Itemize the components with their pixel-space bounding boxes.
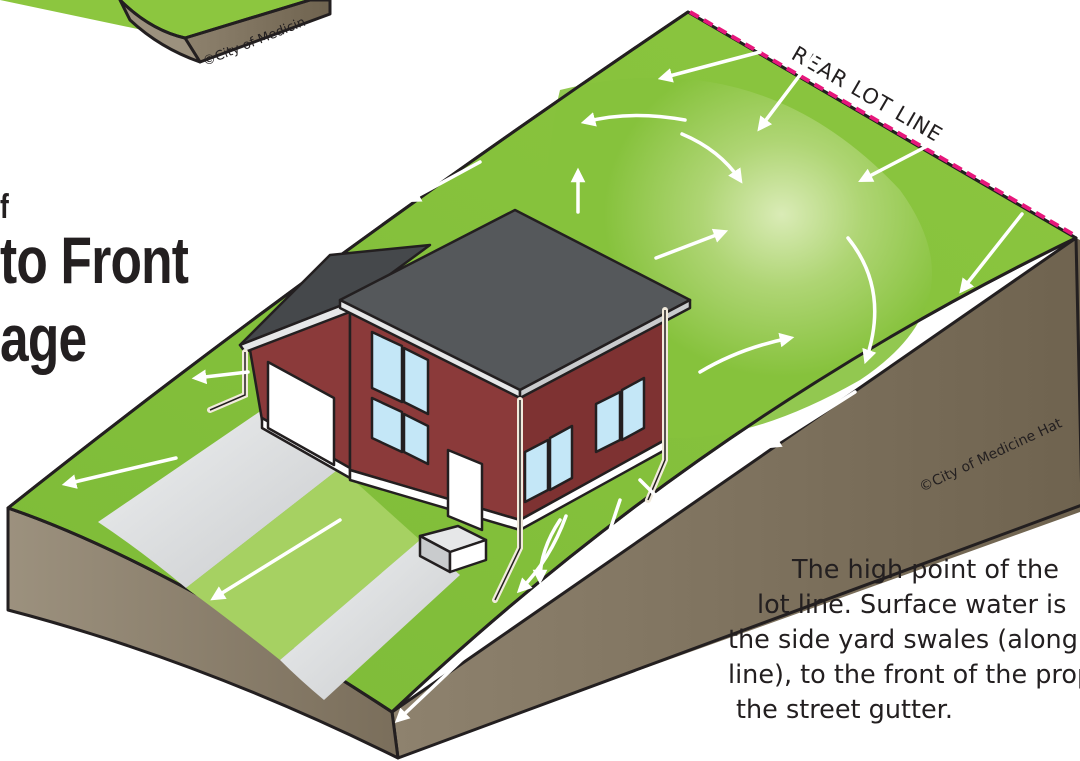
description: The high point of the lot line. Surface … [728, 553, 1080, 728]
title-line-2: to Front [0, 222, 188, 298]
front-door [448, 450, 482, 530]
description-line-1: The high point of the [728, 553, 1080, 588]
description-line-2: lot line. Surface water is [728, 588, 1080, 623]
title-line-3: age [0, 300, 86, 376]
description-line-3: the side yard swales (along t [728, 623, 1080, 658]
description-line-4: line), to the front of the prop [728, 658, 1080, 693]
partial-lot-corner: ©City of Medicin [0, 0, 330, 70]
description-line-5: the street gutter. [728, 693, 1080, 728]
